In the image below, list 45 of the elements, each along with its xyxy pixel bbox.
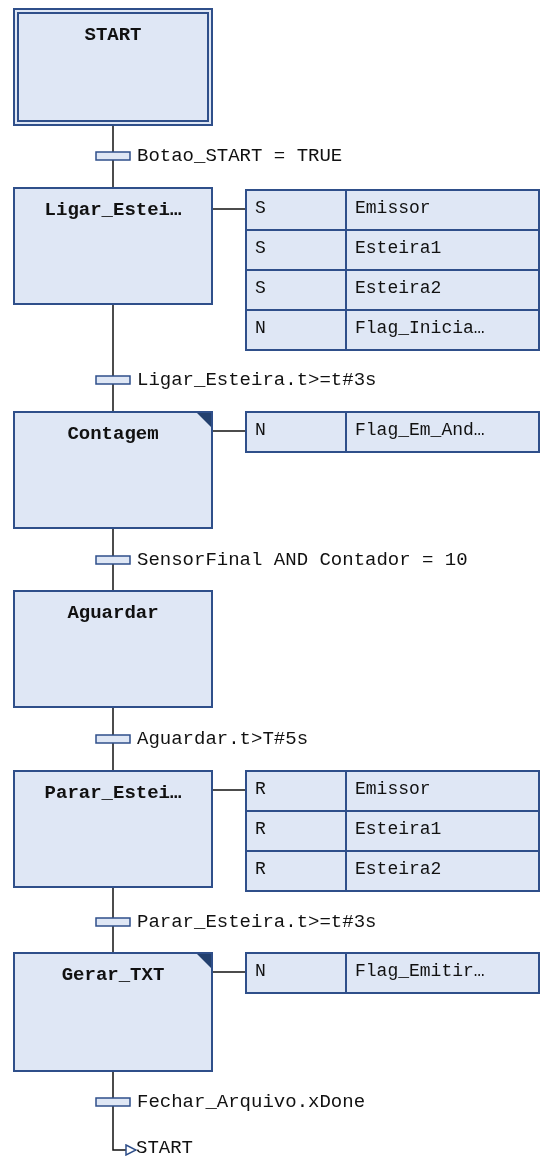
arrow [112, 1071, 137, 1156]
action-table [245, 189, 540, 351]
action-name: Flag_Emitir… [354, 960, 486, 983]
step-name: START [83, 24, 143, 46]
action-qualifier: S [247, 191, 347, 231]
action-qualifier: N [247, 413, 347, 453]
step-name: Contagem [66, 423, 160, 445]
step-name: Gerar_TXT [60, 964, 166, 986]
action-qualifier: N [247, 954, 347, 994]
action-name: Flag_Inicia… [354, 317, 486, 340]
action-table [245, 952, 540, 994]
action-link-line [212, 430, 246, 432]
action-name: Esteira2 [354, 858, 443, 881]
action-name: Esteira2 [347, 271, 538, 311]
action-name: Esteira1 [347, 231, 538, 271]
jump-target: START [136, 1137, 216, 1157]
step-box [13, 590, 213, 708]
connector-line [112, 887, 114, 953]
connector-line [112, 304, 114, 412]
action-qualifier: N [247, 311, 347, 351]
step-box [13, 187, 213, 305]
action-table [245, 770, 540, 892]
action-name: Emissor [347, 191, 538, 231]
action-qualifier: S [247, 271, 347, 311]
action-qualifier: R [247, 772, 347, 812]
step-name: Ligar_Estei… [43, 199, 183, 221]
action-qualifier: R [247, 852, 347, 892]
action-link-line [212, 971, 246, 973]
step-name: Parar_Estei… [43, 782, 183, 804]
connector-line [112, 125, 114, 188]
action-link-line [212, 789, 246, 791]
action-qualifier: R [247, 812, 347, 852]
action-name: Emissor [347, 772, 538, 812]
action-table [245, 411, 540, 453]
action-link-line [212, 208, 246, 210]
action-name: Flag_Em_And… [354, 419, 486, 442]
connector-line [112, 528, 114, 591]
step-box [13, 952, 213, 1072]
action-name: Esteira1 [347, 812, 538, 852]
initial-step-box [13, 8, 213, 126]
step-name: Aguardar [66, 602, 160, 624]
connector-line [112, 707, 114, 771]
step-box [13, 770, 213, 888]
step-box [13, 411, 213, 529]
action-qualifier: S [247, 231, 347, 271]
